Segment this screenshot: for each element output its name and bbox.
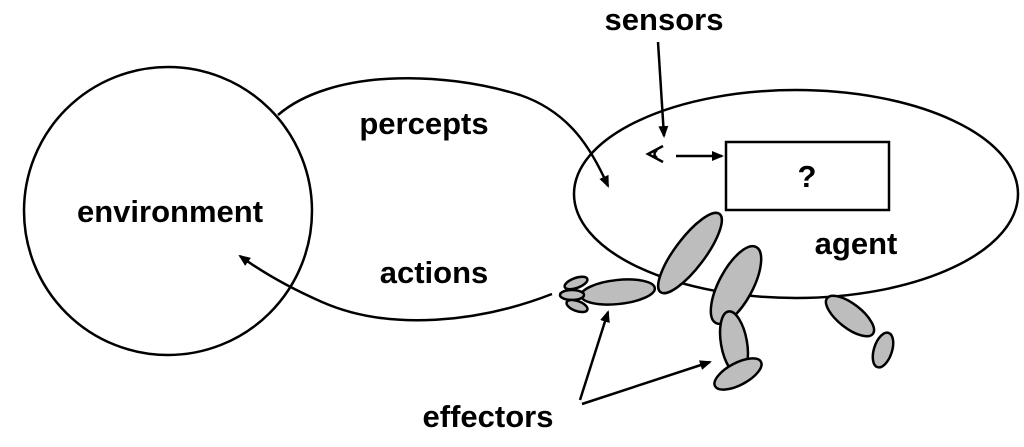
robot-limbs-icon [558, 211, 895, 391]
agent-node: agent ? [572, 88, 1020, 300]
percepts-label: percepts [359, 106, 488, 141]
arm-forearm-segment [579, 278, 657, 306]
sensors-label: sensors [605, 2, 724, 37]
environment-circle [22, 65, 314, 357]
effectors-label: effectors [423, 399, 554, 434]
front-leg-thigh [709, 244, 763, 326]
percepts-arrow [277, 76, 610, 188]
actions-label: actions [380, 255, 489, 290]
environment-label: environment [77, 194, 263, 229]
agent-program-box [724, 140, 891, 212]
sensors-annotation: sensors [605, 2, 724, 138]
agent-program-label: ? [798, 159, 817, 194]
eye-icon [645, 144, 664, 164]
agent-label: agent [815, 226, 898, 261]
back-leg-lower [871, 331, 895, 369]
environment-node: environment [22, 65, 314, 357]
actions-edge: actions [238, 254, 553, 322]
sensors-pointer-arrow [656, 41, 669, 138]
percepts-edge: percepts [277, 76, 610, 188]
effectors-pointer-arrow-arm [578, 310, 610, 401]
agent-ellipse [572, 88, 1020, 300]
hand-icon [558, 275, 589, 314]
actions-arrow [238, 254, 553, 322]
effectors-pointer-arrow-leg [581, 360, 712, 406]
effectors-annotation: effectors [423, 310, 712, 434]
front-leg-foot [713, 357, 763, 391]
back-leg-upper [824, 294, 876, 338]
arm-upper-segment [656, 211, 724, 295]
